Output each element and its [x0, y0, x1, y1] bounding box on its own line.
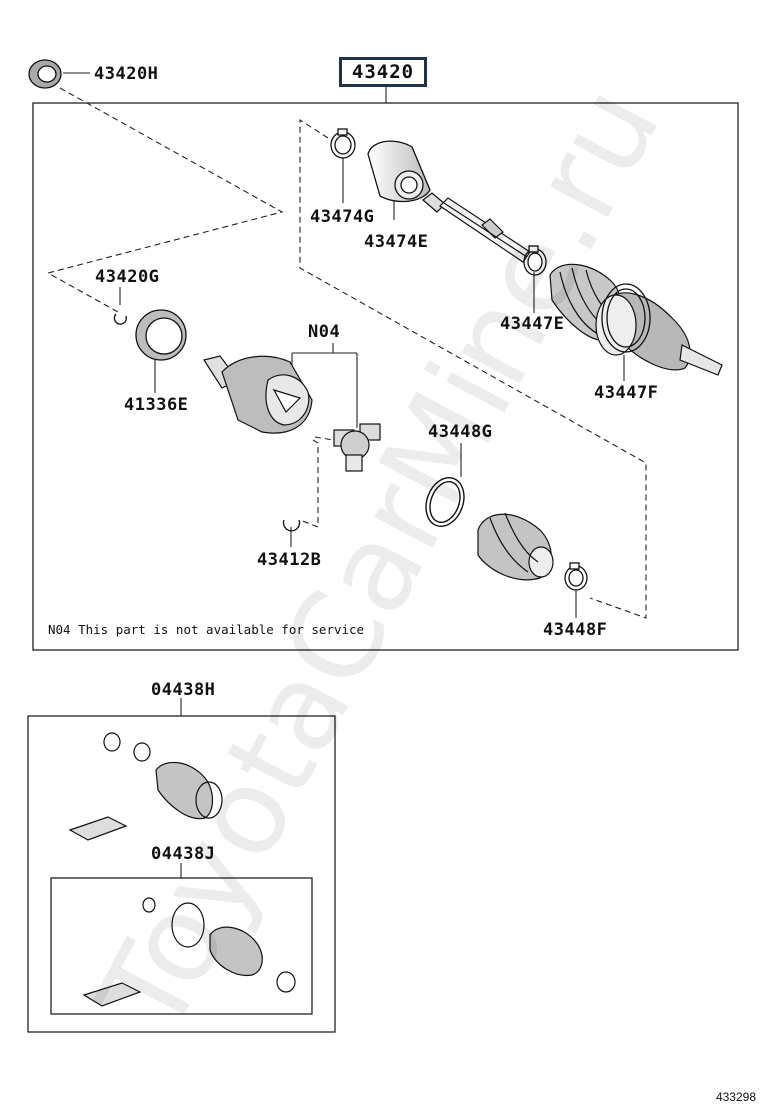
tripod-spider[interactable] — [333, 423, 381, 472]
drive-shaft[interactable] — [422, 192, 531, 263]
part-label-43474e[interactable]: 43474E — [364, 232, 429, 252]
part-label-43448f[interactable]: 43448F — [543, 620, 608, 640]
part-label-04438j[interactable]: 04438J — [151, 844, 216, 864]
snap-ring-43420g[interactable] — [113, 313, 128, 325]
leader-lines — [63, 72, 625, 878]
part-label-43420g[interactable]: 43420G — [95, 267, 160, 287]
snap-ring-43412b[interactable] — [282, 519, 301, 532]
part-label-43447e[interactable]: 43447E — [500, 314, 565, 334]
service-note: N04 This part is not available for servi… — [48, 622, 365, 637]
clamp-43448g[interactable] — [420, 472, 471, 531]
inboard-boot[interactable] — [477, 512, 554, 581]
damper-43474e[interactable] — [367, 140, 431, 203]
part-label-41336e[interactable]: 41336E — [124, 395, 189, 415]
outboard-joint[interactable] — [595, 292, 723, 376]
kit-04438j-parts[interactable] — [82, 897, 296, 1007]
bearing-seal-43420h[interactable] — [28, 59, 62, 89]
part-label-43412b[interactable]: 43412B — [257, 550, 322, 570]
kit-04438h-parts[interactable] — [68, 732, 223, 841]
part-label-43420h[interactable]: 43420H — [94, 64, 159, 84]
part-label-04438h[interactable]: 04438H — [151, 680, 216, 700]
dashed-lines — [46, 87, 647, 619]
ring-41336e[interactable] — [135, 309, 187, 361]
clamp-43447e[interactable] — [523, 245, 547, 276]
part-label-43448g[interactable]: 43448G — [428, 422, 493, 442]
part-label-n04: N04 — [308, 322, 341, 342]
part-label-43447f[interactable]: 43447F — [594, 383, 659, 403]
clamp-43448f[interactable] — [564, 562, 588, 591]
clamp-43447f[interactable] — [601, 283, 651, 353]
inboard-joint-housing[interactable] — [203, 355, 313, 434]
assembly-number-box[interactable]: 43420 — [339, 57, 427, 87]
figure-number: 433298 — [715, 1090, 756, 1104]
clamp-43474g[interactable] — [330, 128, 356, 159]
part-label-43474g[interactable]: 43474G — [310, 207, 375, 227]
